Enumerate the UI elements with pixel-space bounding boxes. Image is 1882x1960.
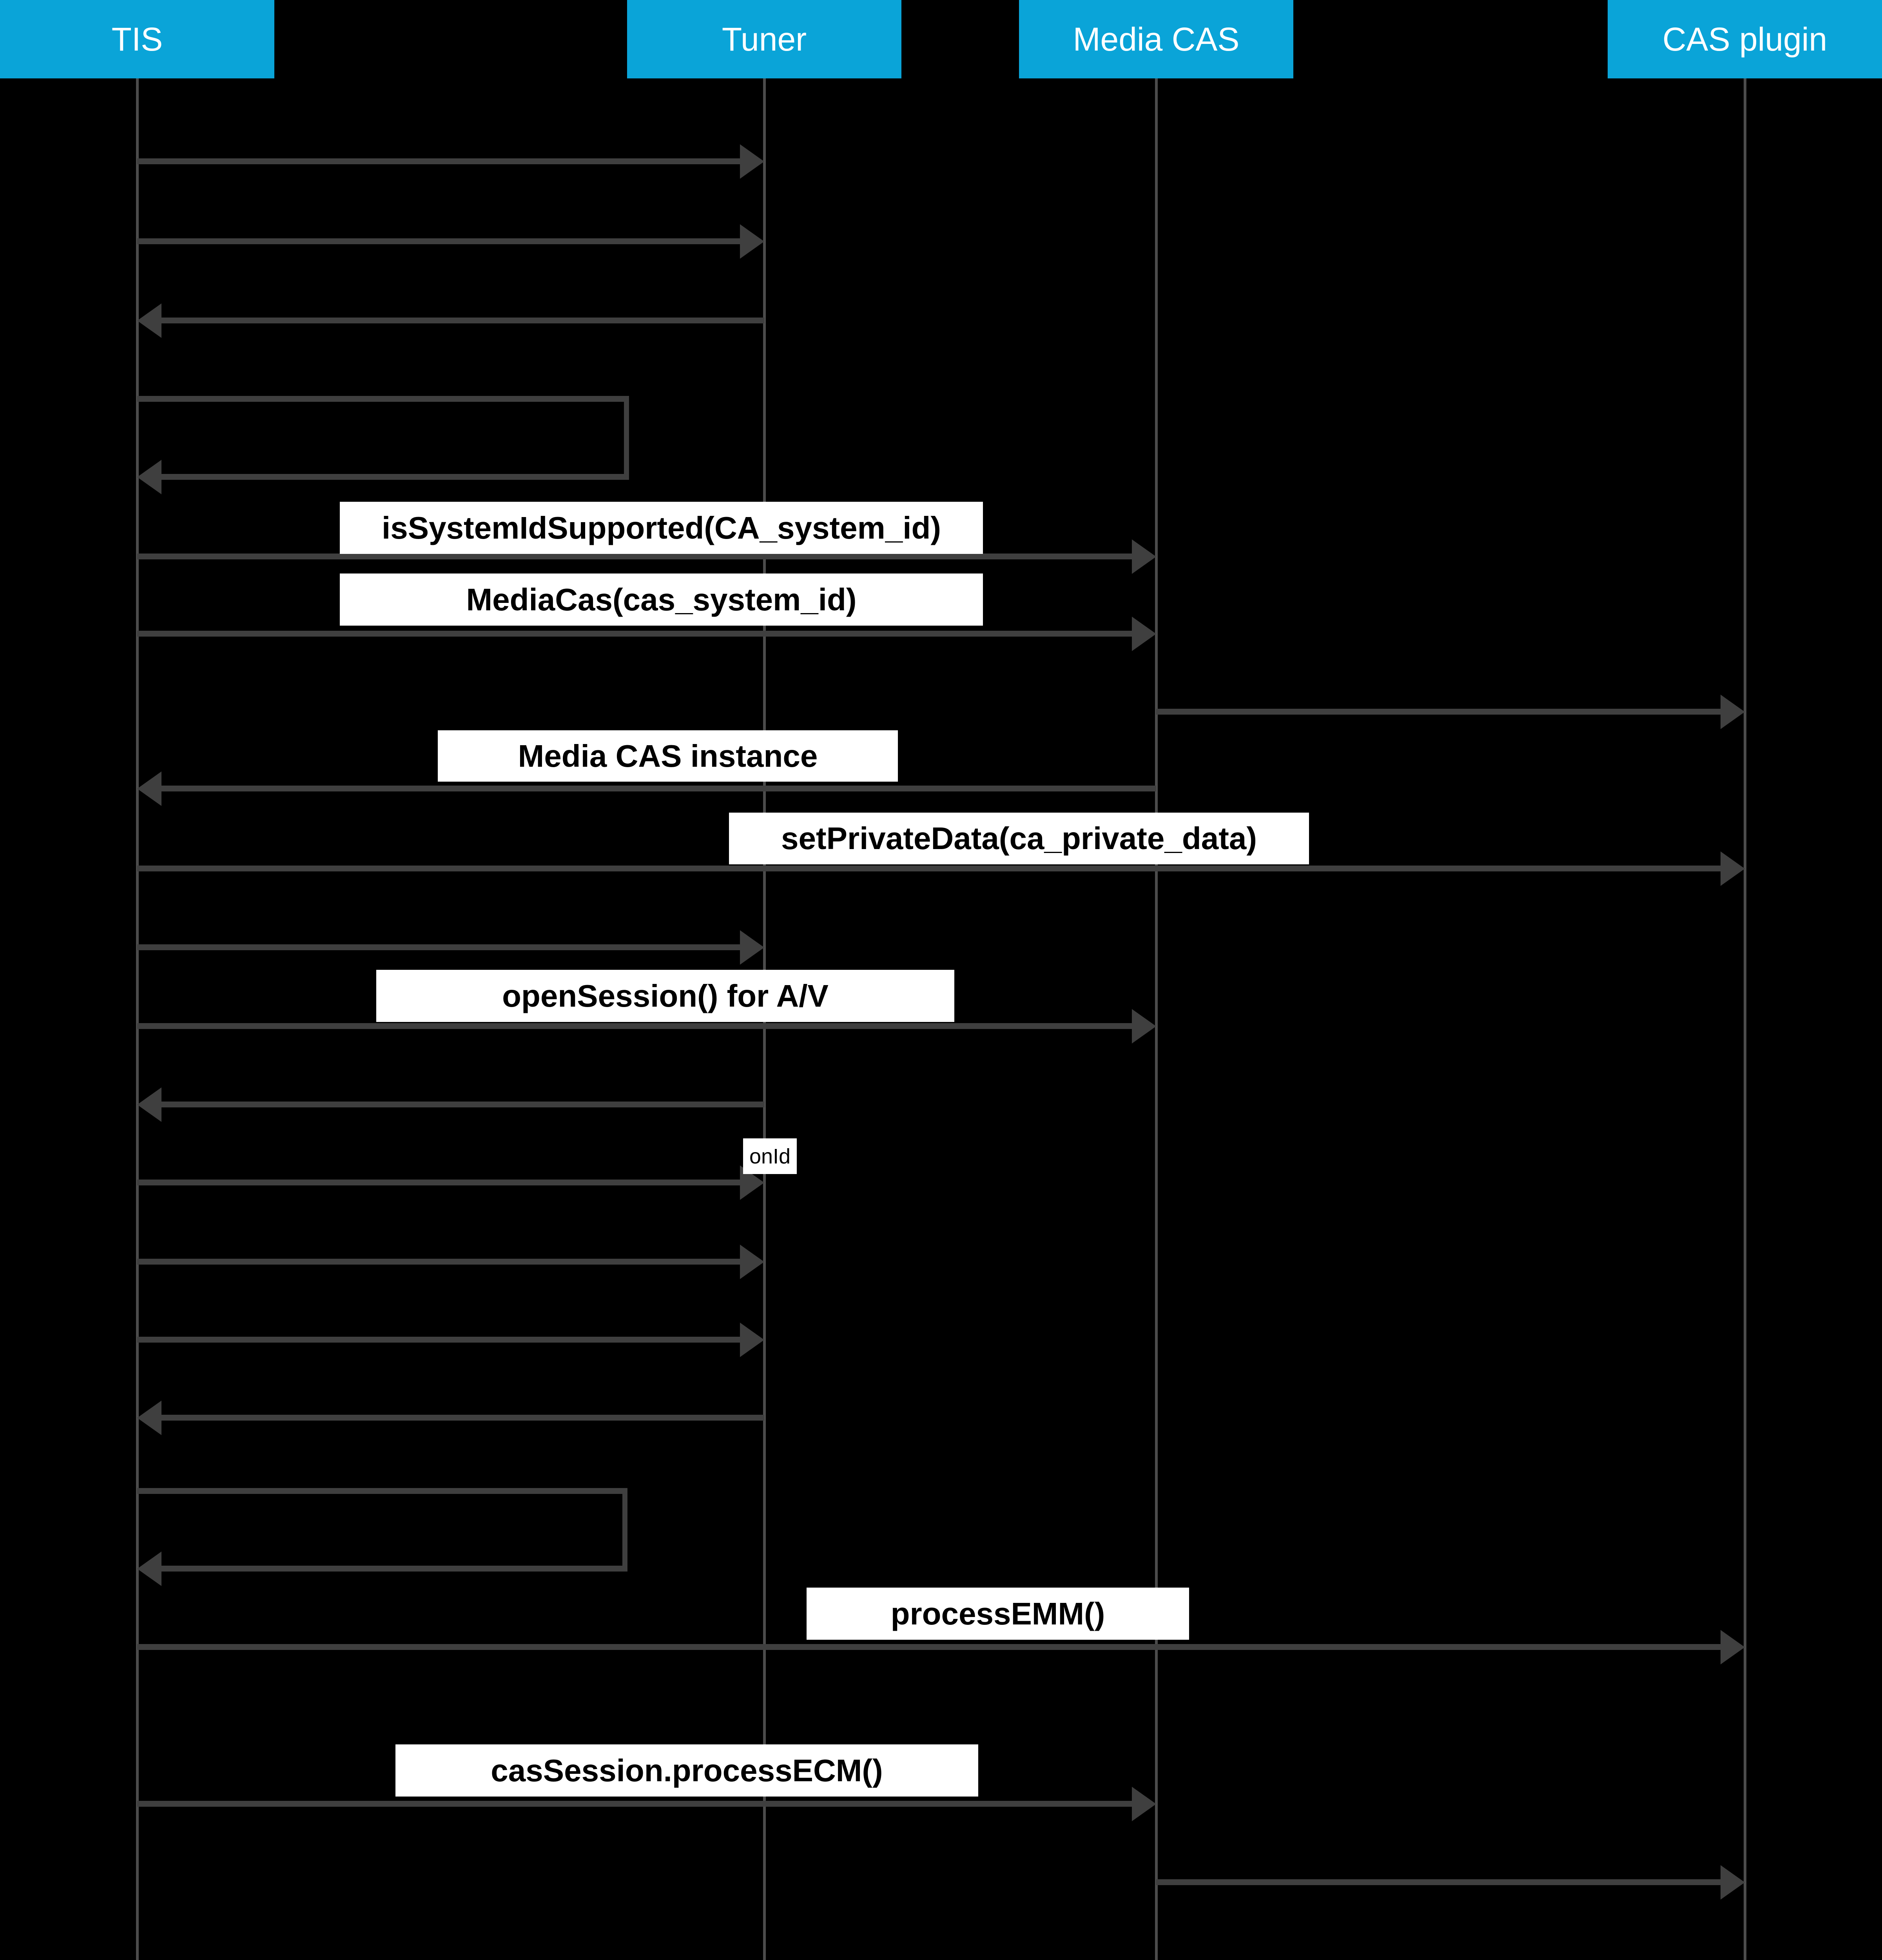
message-label: onId [743,1138,797,1174]
message-arrow-line [137,158,742,164]
arrowhead-right-icon [740,1323,764,1357]
participant-header-media-cas-top: Media CAS [1019,0,1293,78]
self-message-top [137,396,629,402]
self-message-top [137,1488,627,1494]
self-message-right [624,396,629,480]
arrowhead-left-icon [137,771,161,806]
message-arrow-line [137,1801,1134,1807]
arrowhead-right-icon [1132,1009,1156,1044]
message-arrow-line [1156,709,1723,715]
message-label: setPrivateData(ca_private_data) [729,813,1309,864]
arrowhead-left-icon [137,1401,161,1435]
message-label: casSession.processECM() [395,1744,978,1797]
participant-header-tis-top: TIS [0,0,274,78]
arrowhead-left-icon [137,303,161,338]
arrowhead-left-icon [137,1552,161,1586]
message-label: Media CAS instance [438,730,898,782]
message-arrow-line [159,318,764,323]
participant-header-cas-plugin-top: CAS plugin [1608,0,1882,78]
arrowhead-right-icon [1132,539,1156,574]
message-label: processEMM() [807,1588,1189,1640]
message-arrow-line [137,944,742,950]
arrowhead-left-icon [137,460,161,494]
message-label: openSession() for A/V [376,970,954,1022]
arrowhead-right-icon [740,144,764,179]
participant-header-tuner-top: Tuner [627,0,901,78]
message-arrow-line [137,1180,742,1185]
arrowhead-right-icon [740,930,764,965]
message-arrow-line [159,786,1156,791]
message-arrow-line [137,866,1723,871]
arrowhead-right-icon [1721,1865,1745,1900]
message-arrow-line [1156,1879,1723,1885]
self-message-right [622,1488,627,1572]
arrowhead-right-icon [1132,617,1156,651]
arrowhead-right-icon [1721,851,1745,886]
message-label: isSystemIdSupported(CA_system_id) [340,502,983,554]
arrowhead-left-icon [137,1087,161,1122]
message-arrow-line [159,1102,764,1107]
arrowhead-right-icon [1721,1630,1745,1664]
self-message-bottom [159,1566,627,1572]
message-arrow-line [137,631,1134,637]
self-message-bottom [159,474,629,480]
message-arrow-line [137,1644,1723,1650]
message-arrow-line [137,1023,1134,1029]
lifeline-media-cas [1155,78,1158,1960]
lifeline-cas-plugin [1744,78,1746,1960]
message-label: MediaCas(cas_system_id) [340,573,983,626]
arrowhead-right-icon [1132,1787,1156,1821]
arrowhead-right-icon [1721,695,1745,729]
arrowhead-right-icon [740,224,764,259]
message-arrow-line [159,1415,764,1421]
arrowhead-right-icon [740,1245,764,1279]
message-arrow-line [137,1259,742,1265]
message-arrow-line [137,238,742,244]
message-arrow-line [137,1337,742,1343]
message-arrow-line [137,554,1134,559]
lifeline-tis [136,78,139,1960]
